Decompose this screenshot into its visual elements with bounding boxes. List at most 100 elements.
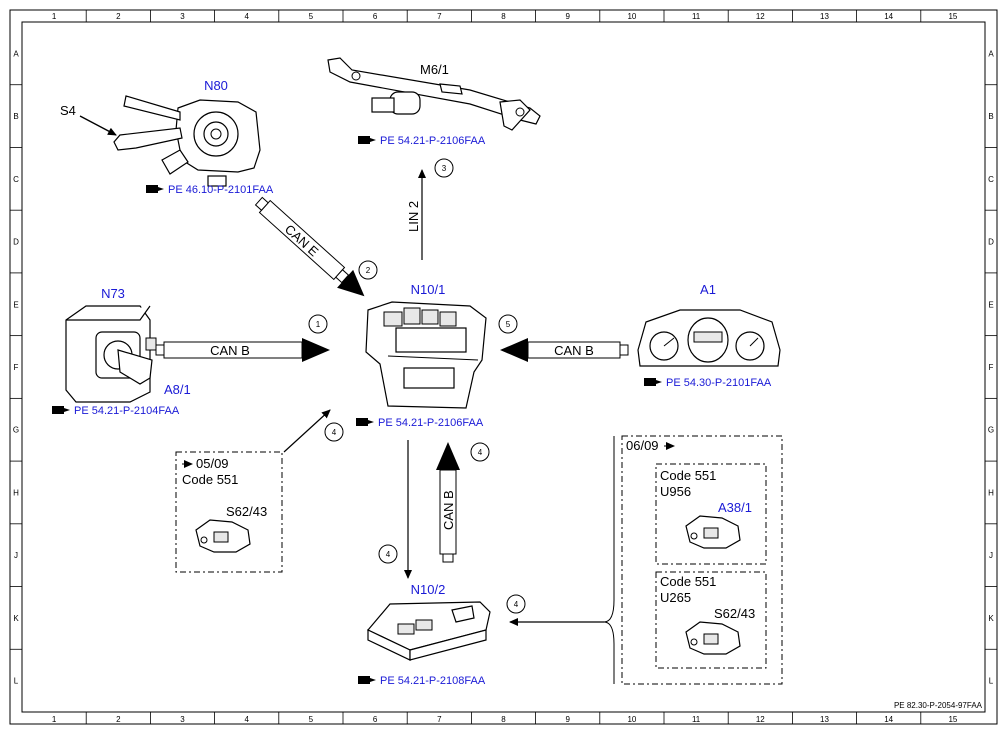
m6-1-ref: PE 54.21-P-2106FAA — [380, 135, 486, 147]
svg-text:2: 2 — [366, 266, 371, 275]
lower-code: Code 551 — [660, 574, 716, 589]
box-right-upper: Code 551 U956 A38/1 — [655, 463, 767, 565]
n80-label: N80 — [204, 78, 228, 93]
grid-col-label: 4 — [244, 12, 249, 21]
marker-4: 4 — [470, 442, 490, 462]
grid-col-label: 15 — [948, 12, 957, 21]
svg-text:1: 1 — [316, 320, 321, 329]
svg-text:4: 4 — [514, 600, 519, 609]
lin-2-label: LIN 2 — [406, 201, 421, 232]
a1-component: A1 PE 54.30-P-2101FAA — [637, 282, 781, 389]
n80-drawing — [113, 95, 261, 187]
can-e-bus: CAN E — [254, 196, 365, 297]
upper-code: Code 551 — [660, 468, 716, 483]
grid-row-label: B — [13, 112, 18, 121]
grid-row-label: K — [988, 614, 994, 623]
box-left-date: 05/09 — [196, 456, 229, 471]
grid-row-label: C — [988, 175, 994, 184]
grid-col-label: 1 — [52, 12, 57, 21]
box-left: 05/09 Code 551 S62/43 — [175, 451, 283, 573]
box-right-lower: Code 551 U265 S62/43 — [655, 571, 767, 669]
grid-col-label: 3 — [180, 12, 185, 21]
n73-label: N73 — [101, 286, 125, 301]
n10-2-label: N10/2 — [411, 582, 446, 597]
marker-2: 2 — [358, 260, 378, 280]
grid-col-label: 6 — [373, 12, 378, 21]
n73-ref: PE 54.21-P-2104FAA — [74, 405, 180, 417]
grid-col-label: 14 — [884, 12, 893, 21]
marker-3: 3 — [434, 158, 454, 178]
grid-col-label: 10 — [627, 12, 636, 21]
a1-ref: PE 54.30-P-2101FAA — [666, 377, 772, 389]
grid-row-label: E — [13, 300, 18, 309]
footer-ref: PE 82.30-P-2054-97FAA — [894, 701, 983, 710]
a38-1-switch-drawing — [685, 515, 741, 549]
grid-row-label: B — [988, 112, 993, 121]
n10-1-ref: PE 54.21-P-2106FAA — [378, 417, 484, 429]
can-b-left-bus: CAN B — [155, 338, 330, 362]
svg-text:4: 4 — [332, 428, 337, 437]
a1-ref-icon — [644, 378, 662, 386]
grid-col-label: 10 — [627, 715, 636, 724]
m6-1-component: M6/1 PE 54.21-P-2106FAA — [327, 57, 541, 147]
grid-row-label: H — [13, 488, 19, 497]
grid-col-label: 3 — [180, 715, 185, 724]
box-left-code: Code 551 — [182, 472, 238, 487]
grid-col-label: 5 — [309, 12, 314, 21]
grid-row-label: F — [989, 363, 994, 372]
grid-row-label: F — [14, 363, 19, 372]
grid-col-label: 2 — [116, 715, 121, 724]
marker-1: 1 — [308, 314, 328, 334]
can-b-right-bus: CAN B — [500, 338, 629, 362]
grid-col-label: 15 — [948, 715, 957, 724]
grid-row-label: G — [13, 426, 19, 435]
grid-col-label: 1 — [52, 715, 57, 724]
grid-row-label: L — [989, 677, 994, 686]
grid-row-label: D — [13, 238, 19, 247]
grid-col-label: 8 — [501, 715, 506, 724]
grid-row-label: G — [988, 426, 994, 435]
svg-text:5: 5 — [506, 320, 511, 329]
grid-col-label: 11 — [692, 12, 701, 21]
grid-row-label: K — [13, 614, 19, 623]
grid-col-label: 13 — [820, 12, 829, 21]
grid-col-label: 9 — [565, 715, 570, 724]
box-right: 06/09 Code 551 U956 A38/1 Code 551 U265 … — [603, 435, 783, 685]
m6-1-ref-icon — [358, 136, 376, 144]
grid-row-label: J — [989, 551, 993, 560]
upper-component: A38/1 — [718, 500, 752, 515]
m6-1-label: M6/1 — [420, 62, 449, 77]
grid-labels: 1122334455667788991010111112121313141415… — [10, 10, 997, 724]
grid-row-label: E — [988, 300, 993, 309]
grid-row-label: C — [13, 175, 19, 184]
n73-ref-icon — [52, 406, 70, 414]
grid-col-label: 5 — [309, 715, 314, 724]
grid-col-label: 11 — [692, 715, 701, 724]
grid-col-label: 8 — [501, 12, 506, 21]
grid-col-label: 14 — [884, 715, 893, 724]
marker-4: 4 — [324, 422, 344, 442]
m6-1-drawing — [327, 57, 541, 131]
n73-component: N73 A8/1 PE 54.21-P-2104FAA — [52, 286, 191, 417]
grid-col-label: 13 — [820, 715, 829, 724]
lower-component: S62/43 — [714, 606, 755, 621]
grid-row-label: A — [988, 49, 994, 58]
n10-1-label: N10/1 — [411, 282, 446, 297]
s4-label: S4 — [60, 103, 76, 118]
drawing-frame — [9, 9, 998, 725]
n10-1-ref-icon — [356, 418, 374, 426]
n73-sub-label: A8/1 — [164, 382, 191, 397]
n10-2-drawing — [367, 601, 491, 661]
a1-drawing — [637, 309, 781, 367]
n10-1-component: N10/1 PE 54.21-P-2106FAA — [356, 282, 487, 429]
grid-col-label: 9 — [565, 12, 570, 21]
n10-1-drawing — [365, 301, 487, 409]
n10-2-ref-icon — [358, 676, 376, 684]
can-b-vertical-label: CAN B — [441, 490, 456, 530]
n10-2-component: N10/2 PE 54.21-P-2108FAA — [358, 582, 491, 687]
grid-col-label: 7 — [437, 12, 442, 21]
can-b-right-label: CAN B — [554, 343, 594, 358]
n80-component: N80 S4 PE 46.10-P-2101FAA — [60, 78, 274, 196]
grid-col-label: 6 — [373, 715, 378, 724]
